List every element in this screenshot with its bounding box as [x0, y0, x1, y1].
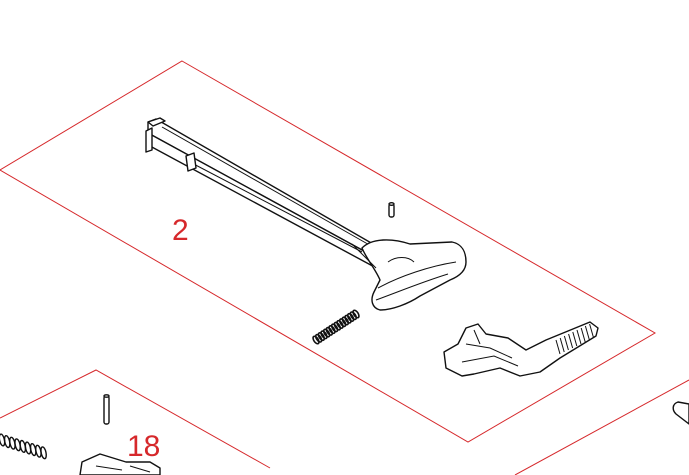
trigger-assembly-partial	[79, 453, 161, 475]
group-frame-right	[514, 379, 689, 475]
detent-pin	[103, 394, 110, 425]
latch-lever	[443, 321, 599, 377]
spring-coil	[312, 335, 320, 345]
group-frame-2	[0, 60, 656, 443]
spring-coil	[330, 323, 339, 333]
callout-number-2: 2	[172, 214, 189, 247]
roll-pin	[388, 201, 395, 218]
group-frame-18	[0, 369, 271, 469]
grip-rib	[559, 337, 565, 353]
spring-coil	[352, 309, 360, 319]
grip-rib	[555, 339, 561, 355]
spring-coil	[341, 316, 350, 326]
spring-coil	[346, 312, 355, 322]
spring-coil	[40, 446, 47, 460]
grip-rib	[589, 323, 595, 339]
callout-number-18: 18	[127, 430, 160, 463]
grip-rib	[580, 327, 586, 343]
extension-spring	[0, 433, 47, 460]
charging-handle	[145, 117, 467, 311]
grip-rib	[572, 331, 578, 347]
spring-coil	[314, 333, 323, 343]
spring-coil	[325, 326, 334, 336]
grip-rib	[568, 333, 574, 349]
compression-spring	[312, 309, 360, 345]
spring-coil	[322, 328, 331, 338]
grip-rib	[576, 329, 582, 345]
grip-rib	[563, 335, 569, 351]
grip-rib	[584, 325, 590, 341]
spring-coil	[344, 314, 352, 324]
spring-coil	[320, 330, 328, 340]
spring-coil	[328, 325, 336, 335]
spring-coil	[333, 321, 342, 331]
spring-coil	[349, 311, 358, 321]
spring-coil	[336, 319, 344, 329]
lever-grip-ribs	[555, 323, 595, 355]
spring-coil	[317, 332, 326, 342]
spring-coil	[338, 318, 347, 328]
pin-partial-right	[672, 401, 689, 425]
